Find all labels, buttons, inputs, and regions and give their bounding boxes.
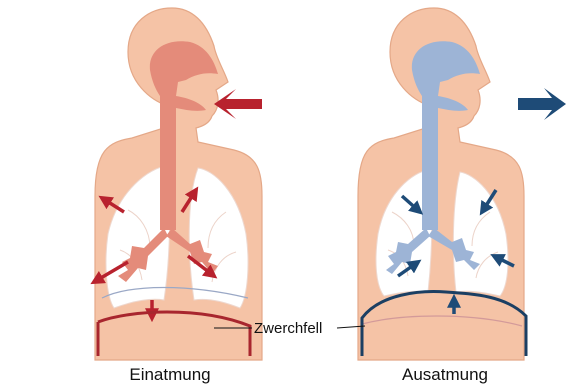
inhalation-figure xyxy=(94,8,262,360)
exhalation-caption: Ausatmung xyxy=(402,365,488,384)
exhalation-figure xyxy=(358,8,566,360)
diaphragm-label: Zwerchfell xyxy=(254,320,322,337)
exhale-air-arrow xyxy=(518,88,566,120)
inhale-air-arrow xyxy=(214,89,262,119)
inhalation-caption: Einatmung xyxy=(129,365,210,384)
